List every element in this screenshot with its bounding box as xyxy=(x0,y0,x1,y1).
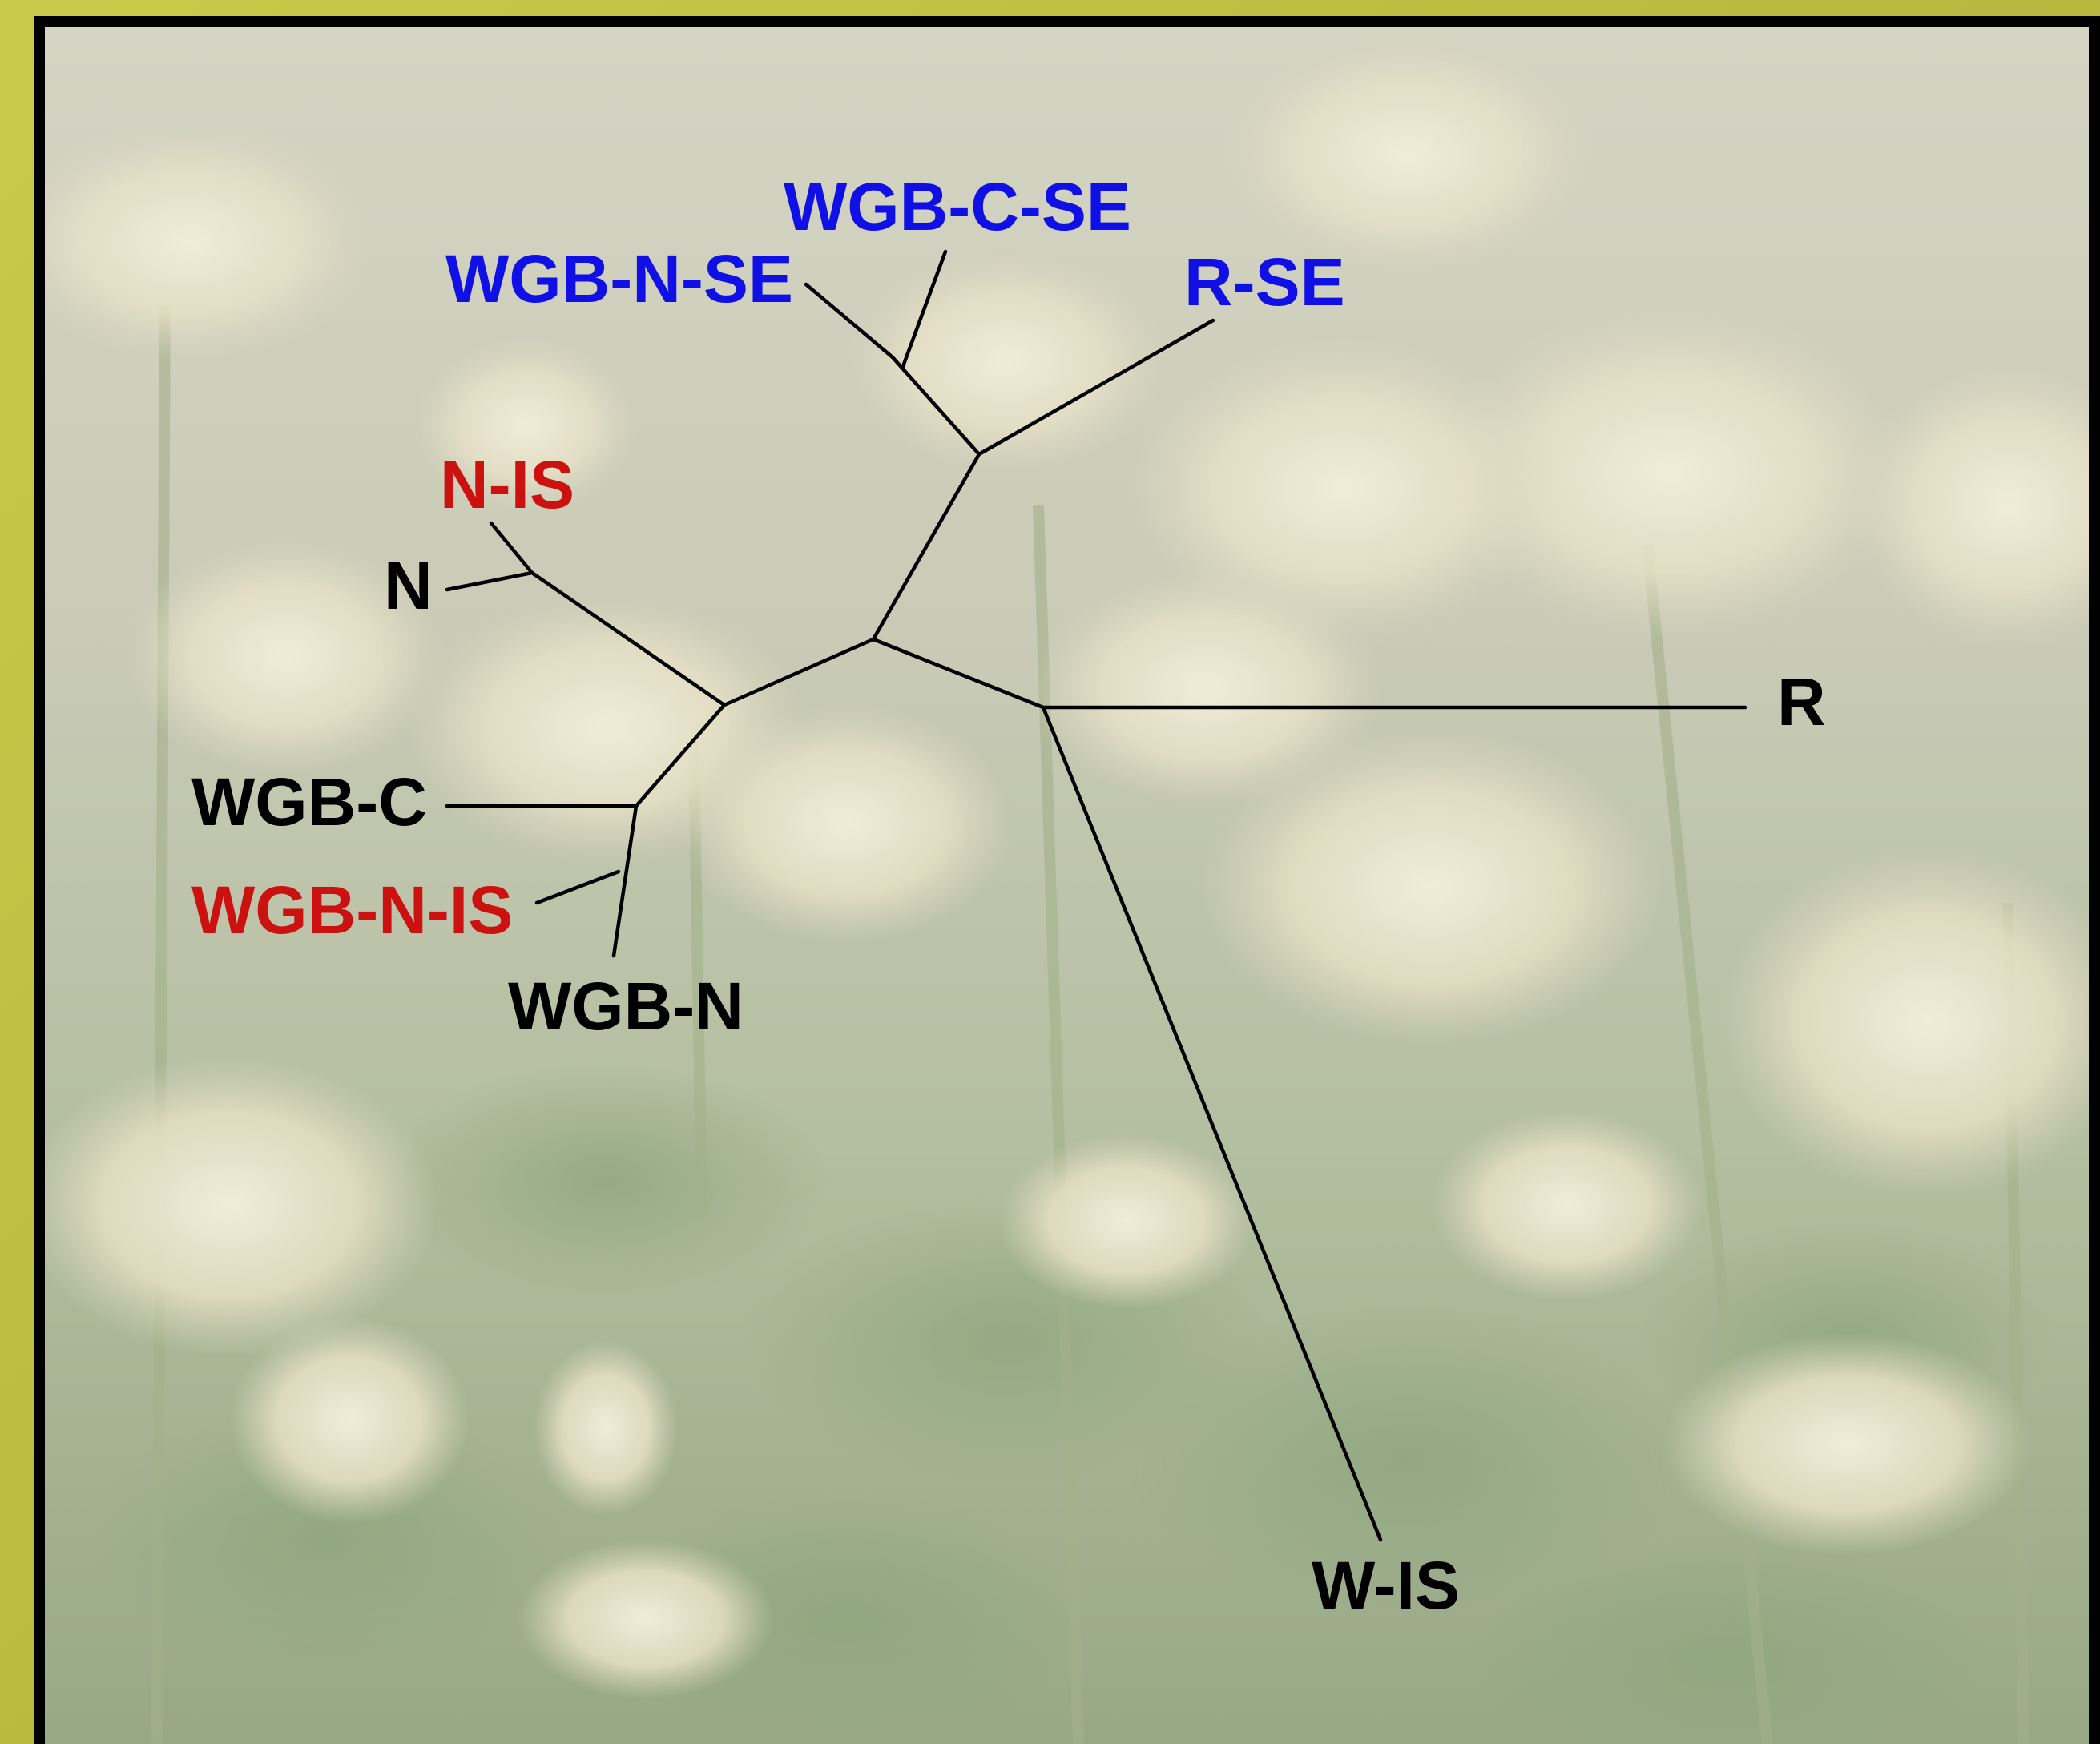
diagram-panel: WGB-C-SE WGB-N-SE R-SE N-IS N R WGB-C WG… xyxy=(34,16,2100,1744)
branch-se-wgb xyxy=(890,355,981,457)
branch-upper-se xyxy=(871,452,981,642)
branch-se-rse xyxy=(977,318,1215,457)
phylogenetic-tree: WGB-C-SE WGB-N-SE R-SE N-IS N R WGB-C WG… xyxy=(191,169,1826,1623)
label-r-se: R-SE xyxy=(1184,244,1345,320)
branch-wgb-nis xyxy=(534,869,621,905)
branch-wgbnse xyxy=(804,282,895,360)
clover-background-photo xyxy=(45,27,2089,1744)
label-wgb-n: WGB-N xyxy=(508,969,744,1044)
label-wgb-n-se: WGB-N-SE xyxy=(445,241,793,316)
branch-center-wis xyxy=(1041,705,1383,1542)
tree-labels: WGB-C-SE WGB-N-SE R-SE N-IS N R WGB-C WG… xyxy=(191,169,1826,1623)
flower-heads xyxy=(45,34,2089,1699)
label-n: N xyxy=(384,548,433,623)
branch-wgbcse xyxy=(900,249,948,371)
label-wgb-n-is: WGB-N-IS xyxy=(191,872,513,948)
label-r: R xyxy=(1777,664,1826,739)
label-wgb-c-se: WGB-C-SE xyxy=(784,169,1131,244)
branch-center-upper xyxy=(871,637,1046,710)
label-wgb-c: WGB-C xyxy=(191,764,427,840)
branch-upper-left xyxy=(722,637,876,707)
branch-n-n xyxy=(445,570,534,592)
branch-left-n xyxy=(530,570,727,707)
branch-n-nis xyxy=(489,521,534,575)
tree-branches xyxy=(445,249,1747,1542)
label-n-is: N-IS xyxy=(440,447,574,522)
branch-left-wgb xyxy=(634,703,727,808)
label-w-is: W-IS xyxy=(1312,1548,1460,1623)
branch-wgb-n xyxy=(611,804,639,958)
